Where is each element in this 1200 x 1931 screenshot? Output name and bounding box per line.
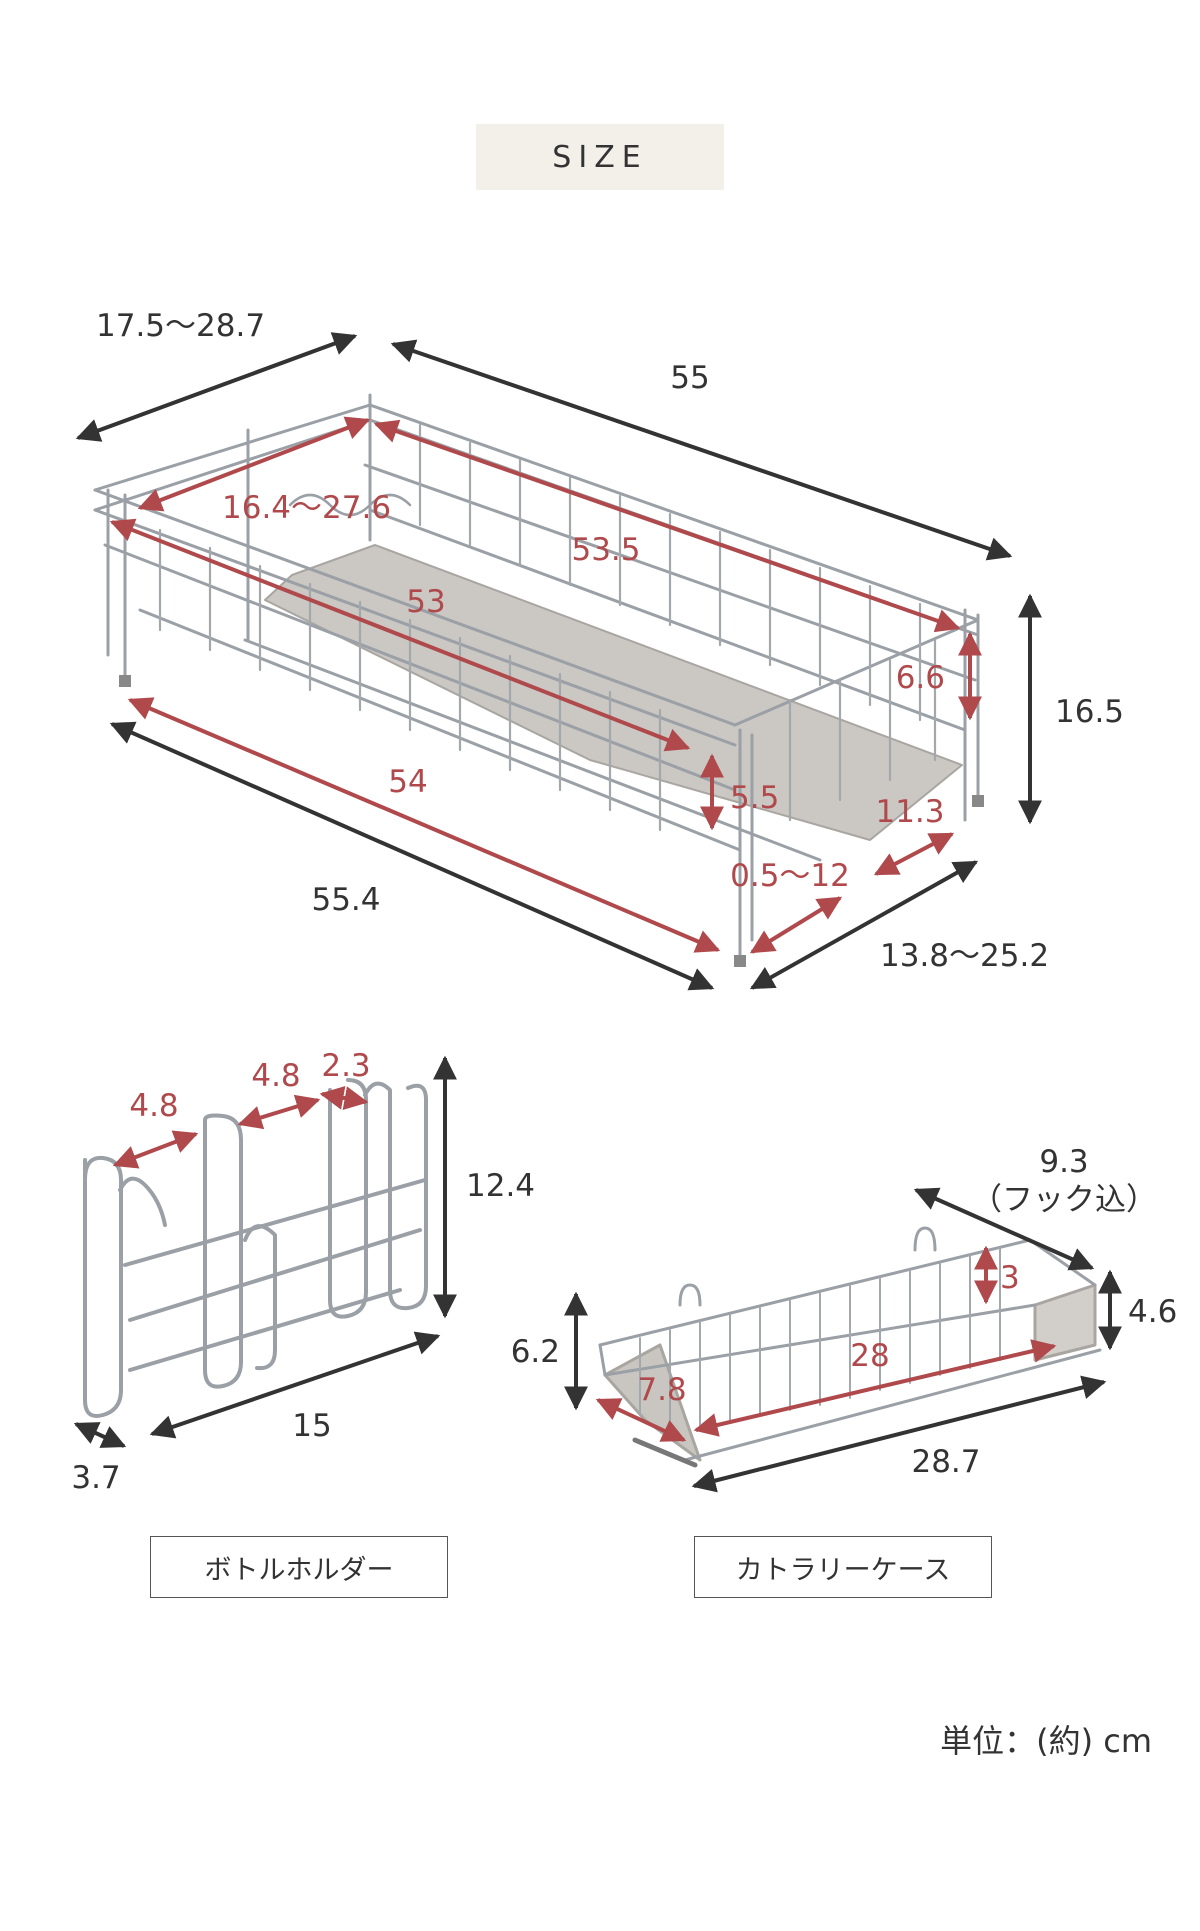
dim-rack-depth-bottom-label: 13.8〜25.2 (880, 938, 1049, 974)
dim-rack-depth-inner-arrow (137, 416, 371, 512)
dim-cutlery-inner-depth: 7.8 (595, 1372, 687, 1442)
dim-bottle-width: 15 (149, 1331, 441, 1444)
dim-rack-depth-outer-label: 17.5〜28.7 (96, 308, 265, 344)
dim-rack-leg-width-arrow (873, 832, 955, 876)
dim-cutlery-inner-depth-arrow (595, 1398, 687, 1442)
dim-rack-length-bottom: 55.4 (109, 721, 715, 991)
dim-rack-length-bottom-label: 55.4 (311, 882, 380, 918)
dim-rack-depth-outer-arrow (75, 332, 358, 442)
dim-bottle-width-label: 15 (292, 1408, 331, 1444)
dim-rack-length-inner-back-label: 53.5 (571, 532, 640, 568)
dim-rack-leg-width: 11.3 (873, 794, 955, 876)
dim-rack-length-bottom-arrow (109, 721, 715, 991)
dim-rack-height-total-label: 16.5 (1055, 694, 1124, 730)
dim-rack-depth-bottom: 13.8〜25.2 (749, 860, 1049, 990)
dim-rack-depth-inner-label: 16.4〜27.6 (222, 490, 391, 526)
dim-cutlery-length-arrow (691, 1375, 1107, 1493)
dim-bottle-gap-middle: 4.8 (237, 1058, 321, 1130)
dim-rack-leg-width-label: 11.3 (875, 794, 944, 830)
dim-rack-leg-adjust: 0.5〜12 (730, 858, 850, 954)
bottle-holder-illustration (83, 1078, 428, 1418)
dim-cutlery-depth-label: 9.3 (1039, 1144, 1088, 1180)
dim-rack-leg-adjust-label: 0.5〜12 (730, 858, 850, 894)
dim-cutlery-side-height: 4.6 (1098, 1269, 1177, 1351)
dim-bottle-gap-middle-arrow (237, 1094, 321, 1130)
bottle-holder-label: ボトルホルダー (150, 1536, 448, 1598)
dim-cutlery-inner-length-label: 28 (850, 1338, 889, 1374)
dim-cutlery-length-label: 28.7 (911, 1444, 980, 1480)
dim-bottle-gap-left-label: 4.8 (129, 1088, 178, 1124)
dim-rack-height-side-label: 6.6 (896, 660, 945, 696)
dim-bottle-hook-width-arrow (319, 1086, 369, 1110)
dim-cutlery-depth: 9.3 (913, 1144, 1095, 1271)
dim-bottle-gap-left: 4.8 (112, 1088, 199, 1169)
dim-bottle-height: 12.4 (433, 1055, 535, 1319)
dim-rack-depth-bottom-arrow (749, 860, 979, 990)
cutlery-depth-note: （フック込） (971, 1182, 1157, 1218)
unit-note: 単位：(約) cm (940, 1722, 1152, 1760)
dim-bottle-depth-arrow (73, 1422, 127, 1448)
dim-bottle-gap-middle-label: 4.8 (251, 1058, 300, 1094)
dim-rack-length-top-label: 55 (670, 360, 709, 396)
dim-bottle-hook-width-label: 2.3 (321, 1048, 370, 1084)
dim-cutlery-depth-arrow (913, 1187, 1095, 1271)
dim-cutlery-length: 28.7 (691, 1375, 1107, 1493)
dim-cutlery-inner-height-label: 3 (1000, 1260, 1020, 1296)
dim-bottle-height-label: 12.4 (466, 1168, 535, 1204)
dim-bottle-width-arrow (149, 1331, 441, 1439)
dim-bottle-depth-label: 3.7 (71, 1460, 120, 1496)
size-heading: SIZE (476, 124, 724, 190)
dim-rack-height-side: 6.6 (896, 631, 982, 721)
dim-bottle-depth: 3.7 (71, 1422, 127, 1496)
dim-rack-depth-outer: 17.5〜28.7 (75, 308, 358, 442)
cutlery-case-label: カトラリーケース (694, 1536, 992, 1598)
dim-cutlery-inner-depth-label: 7.8 (637, 1372, 686, 1408)
dim-cutlery-inner-height: 3 (974, 1245, 1020, 1305)
dim-rack-length-top: 55 (390, 339, 1013, 561)
dim-rack-length-bottom-inner-label: 54 (388, 764, 427, 800)
dim-rack-length-inner-front-label: 53 (406, 584, 445, 620)
dim-cutlery-height-label: 6.2 (511, 1334, 560, 1370)
dim-bottle-gap-left-arrow (112, 1130, 199, 1169)
dim-cutlery-height: 6.2 (511, 1291, 588, 1411)
dim-bottle-hook-width: 2.3 (319, 1048, 371, 1110)
dim-rack-height-total: 16.5 (1018, 593, 1124, 825)
dim-cutlery-side-height-label: 4.6 (1128, 1294, 1177, 1330)
dim-rack-height-front-label: 5.5 (730, 780, 779, 816)
